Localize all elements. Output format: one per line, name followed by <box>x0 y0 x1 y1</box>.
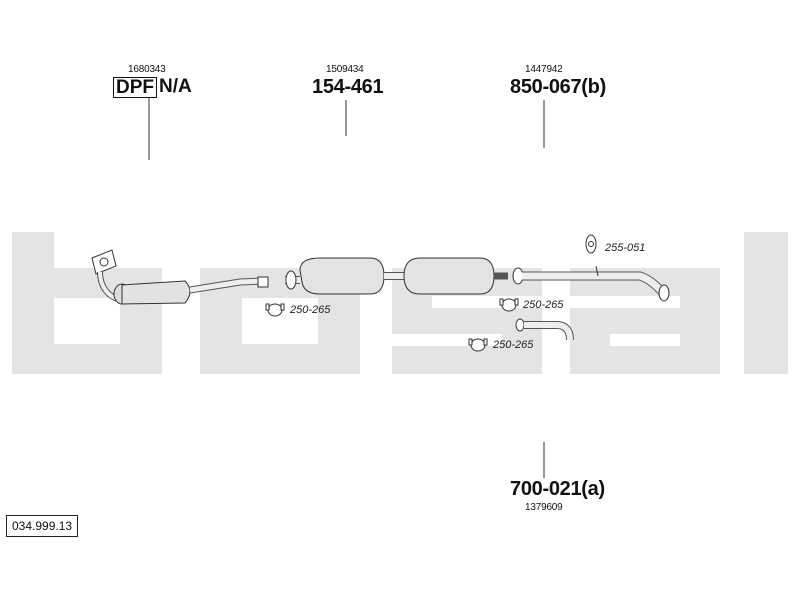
clamp-icon-3 <box>468 338 488 352</box>
oe-number-4: 1379609 <box>525 502 563 513</box>
na-label: N/A <box>159 76 192 97</box>
oe-number-1: 1680343 <box>128 64 166 75</box>
part-number-4: 700-021(a) <box>510 478 605 500</box>
dpf-label-group: DPF N/A <box>113 76 192 98</box>
part-number-2: 154-461 <box>312 76 384 98</box>
hanger-icon <box>585 234 597 254</box>
clamp-code-2: 250-265 <box>523 299 564 311</box>
oe-number-3: 1447942 <box>525 64 563 75</box>
clamp-icon-2 <box>499 298 519 312</box>
dpf-label: DPF <box>113 76 157 98</box>
hanger-code: 255-051 <box>605 242 646 254</box>
front-pipe-with-dpf <box>91 249 269 305</box>
reference-number: 034.999.13 <box>6 515 79 537</box>
clamp-code-3: 250-265 <box>493 339 534 351</box>
clamp-icon-1 <box>265 303 285 317</box>
rear-silencer-pipe <box>512 265 670 302</box>
tail-pipe <box>515 318 574 341</box>
clamp-code-1: 250-265 <box>290 304 331 316</box>
part-number-3: 850-067(b) <box>510 76 606 98</box>
oe-number-2: 1509434 <box>326 64 364 75</box>
centre-silencer <box>285 257 508 295</box>
